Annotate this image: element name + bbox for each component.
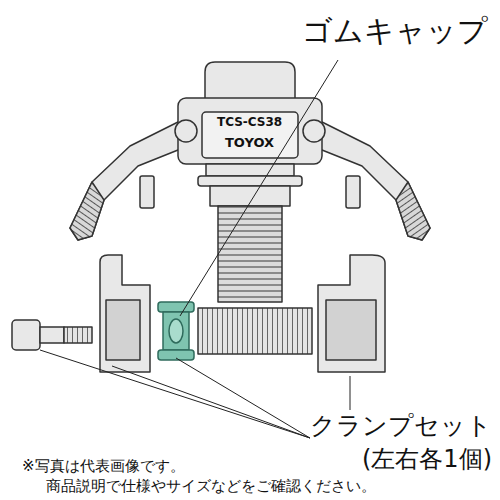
hose-nipple bbox=[218, 206, 282, 302]
clamp-left bbox=[100, 255, 150, 372]
name-plate bbox=[202, 112, 298, 158]
clamp-right bbox=[318, 255, 385, 372]
body-plate bbox=[178, 98, 322, 164]
bolt bbox=[12, 320, 92, 350]
brand-name: TOYOX bbox=[225, 136, 274, 151]
rubber-cap bbox=[158, 302, 194, 360]
cam-arm-left bbox=[70, 118, 188, 240]
model-number: TCS-CS38 bbox=[217, 116, 282, 130]
photo-note: ※写真は代表画像です。 bbox=[20, 458, 187, 475]
photo-note: 商品説明で仕様やサイズなどをご確認ください。 bbox=[44, 478, 378, 495]
clamp-right-face bbox=[326, 300, 376, 360]
leader-lines bbox=[40, 60, 350, 438]
part-note: (左右各1個) bbox=[362, 446, 492, 474]
cam-arm-right bbox=[312, 118, 430, 240]
body-top bbox=[205, 62, 295, 100]
ring bbox=[198, 176, 302, 186]
clamp-left-face bbox=[106, 300, 140, 360]
thread-sleeve bbox=[198, 308, 312, 354]
neck bbox=[206, 164, 294, 176]
part-name: クランプセット bbox=[310, 412, 492, 441]
cam-pivot bbox=[175, 120, 197, 142]
part-name: ゴムキャップ bbox=[302, 14, 488, 49]
cam-pivot bbox=[303, 120, 325, 142]
